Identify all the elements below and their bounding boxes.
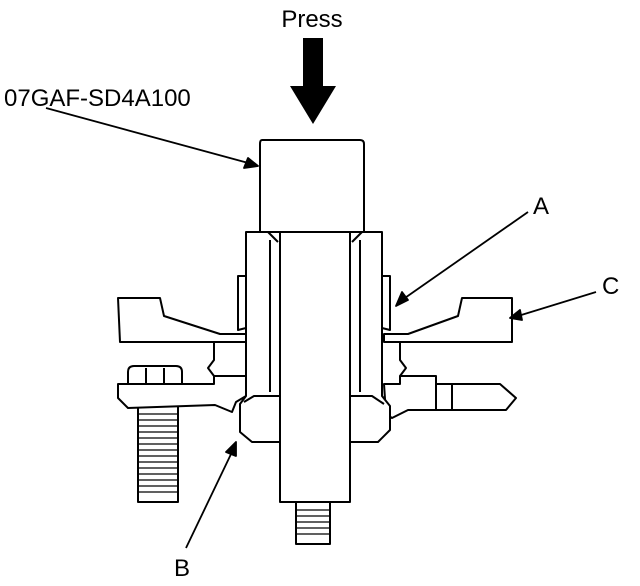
press-label: Press bbox=[281, 6, 342, 33]
leader-tool bbox=[45, 107, 253, 165]
press-shaft bbox=[279, 231, 351, 503]
leader-b bbox=[185, 451, 233, 549]
leader-c bbox=[517, 291, 597, 317]
leader-a bbox=[401, 211, 529, 301]
tool-number-label: 07GAF-SD4A100 bbox=[4, 85, 191, 112]
press-arrow bbox=[290, 38, 336, 124]
wheel-stud bbox=[295, 501, 331, 545]
label-b: B bbox=[174, 555, 190, 582]
knuckle bbox=[117, 275, 513, 377]
hub-flange bbox=[117, 375, 517, 419]
label-a: A bbox=[533, 193, 549, 220]
bolt-threads bbox=[138, 413, 178, 493]
leader-lines bbox=[45, 107, 597, 549]
label-c: C bbox=[602, 273, 619, 300]
special-tool bbox=[259, 139, 365, 233]
